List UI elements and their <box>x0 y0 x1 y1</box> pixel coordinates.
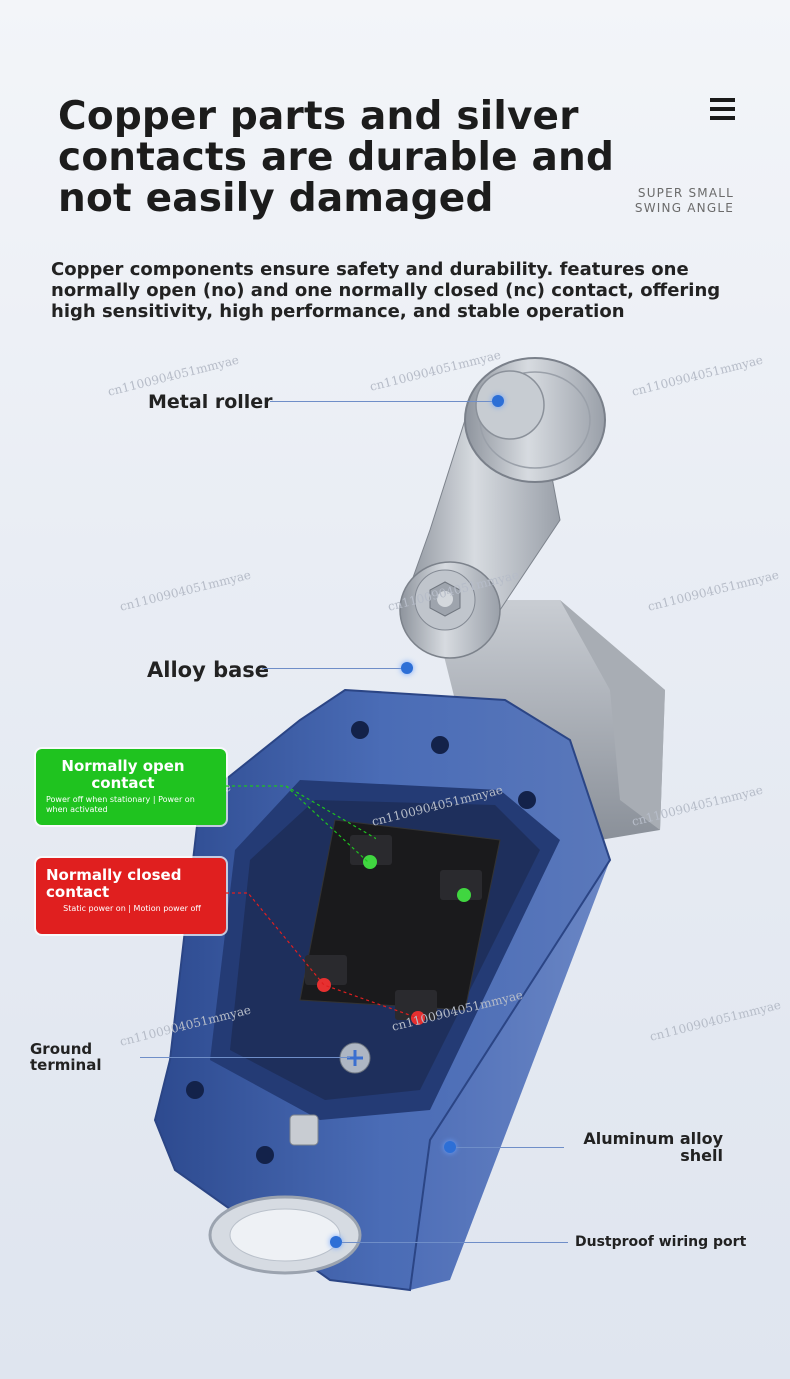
alloy-base-label: Alloy base <box>147 658 270 682</box>
normally-closed-callout: Normally closed contact Static power on … <box>36 858 226 934</box>
tagline: SUPER SMALL SWING ANGLE <box>634 186 734 215</box>
normally-closed-subtitle: Static power on | Motion power off <box>63 904 201 913</box>
menu-icon[interactable] <box>710 98 735 120</box>
normally-open-leader <box>226 785 376 863</box>
ground-terminal-leader <box>140 1057 350 1058</box>
metal-roller-label: Metal roller <box>148 391 273 413</box>
wiring-port-label: Dustproof wiring port <box>575 1234 747 1250</box>
description: Copper components ensure safety and dura… <box>51 259 721 322</box>
normally-closed-title: Normally closed contact <box>46 866 182 901</box>
normally-open-title: Normally open contact <box>61 757 185 792</box>
alloy-base-dot <box>401 662 413 674</box>
metal-roller-dot <box>492 395 504 407</box>
wiring-port-leader <box>342 1242 568 1243</box>
alloy-base-leader <box>262 668 402 669</box>
contact-block <box>299 819 501 1011</box>
wiring-port-dot <box>330 1236 342 1248</box>
limit-switch-illustration <box>153 357 665 1292</box>
aluminum-shell-dot <box>444 1141 456 1153</box>
normally-open-subtitle: Power off when stationary | Power on whe… <box>46 795 195 814</box>
ground-terminal-label: Ground terminal <box>30 1040 102 1074</box>
metal-roller-leader <box>270 401 492 402</box>
normally-closed-leader <box>226 892 419 1019</box>
normally-open-callout: Normally open contact Power off when sta… <box>36 749 226 825</box>
aluminum-shell-leader <box>456 1147 564 1148</box>
aluminum-shell-label: Aluminum alloy shell <box>583 1129 723 1165</box>
headline: Copper parts and silver contacts are dur… <box>58 94 615 221</box>
